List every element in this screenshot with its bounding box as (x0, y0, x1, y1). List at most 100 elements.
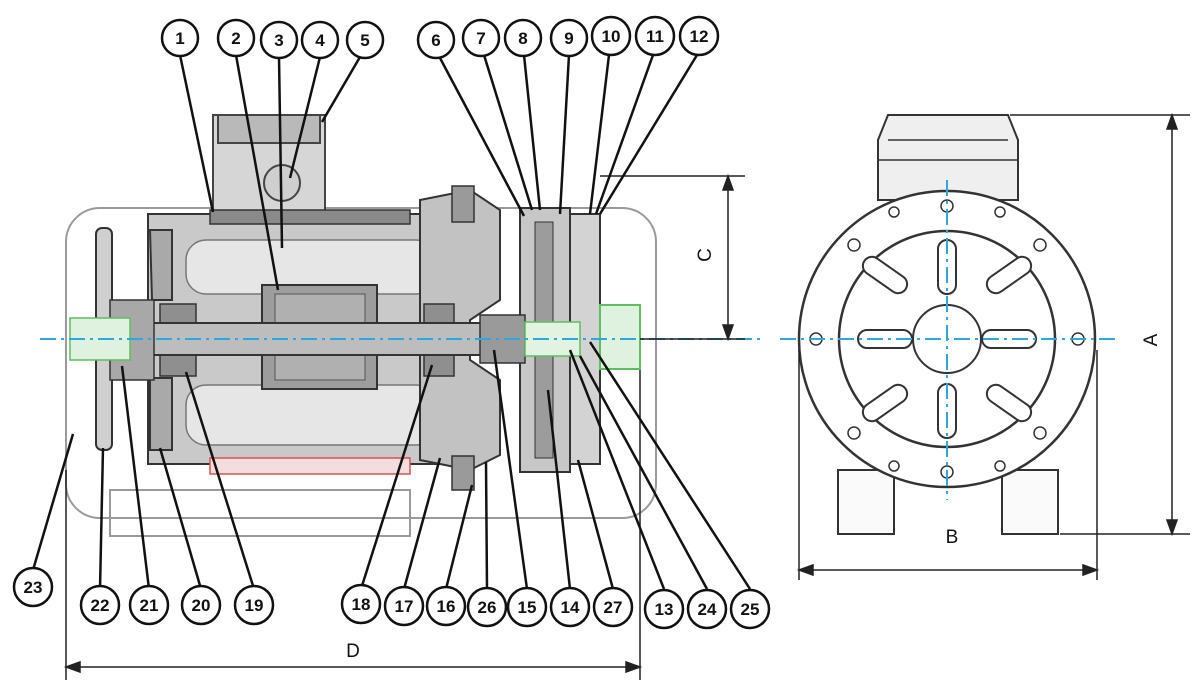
dimension-lines (63, 112, 1190, 680)
callout-12: 12 (690, 27, 709, 46)
callout-12-circle (678, 15, 720, 57)
callout-1: 1 (175, 29, 184, 48)
callout-23-circle (12, 566, 54, 608)
leader-16 (444, 484, 474, 590)
callout-19: 19 (245, 596, 264, 615)
dim-a-label: A (1141, 333, 1162, 346)
callout-23: 23 (24, 578, 43, 597)
leader-25 (588, 341, 752, 590)
callout-27-circle (592, 586, 634, 628)
callout-14-circle (549, 586, 591, 628)
callout-15-circle (506, 586, 548, 628)
callout-2-circle (216, 18, 256, 58)
callout-11-circle (634, 15, 676, 57)
callout-4: 4 (315, 31, 325, 50)
callout-3: 3 (274, 31, 283, 50)
callout-6-circle (416, 20, 456, 60)
bracket-flange-lower (451, 455, 475, 491)
callout-numbers: 1 2 3 4 5 6 7 8 9 10 11 12 23 22 21 20 1… (24, 27, 760, 619)
callout-24-circle (686, 588, 728, 630)
leader-20 (158, 447, 203, 590)
callout-26-circle (466, 586, 508, 628)
slot (985, 383, 1033, 423)
leader-15 (492, 349, 529, 590)
leader-23 (31, 433, 75, 571)
leader-18 (359, 364, 434, 590)
leader-24 (578, 355, 709, 590)
leader-13 (568, 349, 666, 590)
callout-20-circle (180, 584, 222, 626)
callout-11: 11 (646, 27, 664, 46)
callout-4-circle (300, 20, 340, 60)
bracket-flange (451, 185, 475, 223)
dim-d-label: D (346, 641, 360, 662)
callout-18-circle (340, 583, 382, 625)
callout-20: 20 (192, 596, 211, 615)
slot (861, 255, 909, 295)
callout-10: 10 (602, 27, 621, 46)
front-view (780, 114, 1115, 535)
front-foot-left (837, 469, 895, 535)
inlet-nozzle (599, 304, 641, 370)
callout-13-circle (643, 588, 685, 630)
leader-10 (588, 54, 611, 215)
front-foot-right (1001, 469, 1059, 535)
callout-22-circle (79, 584, 121, 626)
bolt-hole (847, 238, 861, 252)
callout-7-circle (461, 18, 501, 58)
front-terminal-box (877, 114, 1019, 201)
leader-4 (288, 56, 322, 179)
callout-16-circle (425, 585, 467, 627)
callout-27: 27 (604, 598, 623, 617)
leader-27 (576, 459, 615, 590)
callout-9: 9 (564, 29, 573, 48)
bolt-hole (888, 206, 900, 218)
leader-17 (402, 457, 442, 590)
dim-d-arrow-left (63, 660, 81, 674)
bolt-hole (888, 460, 900, 472)
stator-winding-lower (185, 384, 437, 446)
base-frame (65, 207, 657, 519)
leader-3 (277, 56, 284, 249)
callout-24: 24 (698, 600, 717, 619)
dim-b-arrow-left (796, 563, 814, 577)
callout-21: 21 (140, 596, 159, 615)
spoke-slots (857, 239, 1037, 439)
callout-19-circle (233, 584, 275, 626)
base-foot-block (109, 489, 411, 537)
rear-end-shield (148, 229, 173, 451)
leader-8 (522, 54, 542, 211)
callout-1-circle (160, 18, 200, 58)
leader-7 (482, 54, 534, 211)
callout-14: 14 (561, 598, 580, 617)
callout-25-circle (729, 588, 771, 630)
callout-16: 16 (437, 597, 456, 616)
callout-9-circle (549, 18, 589, 58)
leader-12 (598, 54, 699, 215)
leader-11 (594, 54, 655, 215)
callout-2: 2 (231, 29, 240, 48)
leader-21 (120, 365, 151, 590)
callout-26: 26 (478, 598, 497, 617)
leader-lines (31, 54, 752, 590)
callout-8: 8 (518, 29, 527, 48)
dim-a-arrow-bottom (1165, 519, 1179, 537)
callout-8-circle (503, 18, 543, 58)
dim-b-label: B (946, 527, 959, 548)
housing-bottom-band (209, 457, 411, 475)
callout-18: 18 (352, 595, 371, 614)
housing-top-band (209, 209, 411, 225)
bolt-hole (994, 206, 1006, 218)
bolt-hole (847, 426, 861, 440)
dim-c-arrow-top (721, 173, 735, 191)
leader-19 (184, 371, 256, 590)
callout-10-circle (590, 15, 632, 57)
leader-6 (438, 57, 526, 217)
dim-d-arrow-right (625, 660, 643, 674)
leader-9 (558, 54, 571, 215)
callout-17-circle (383, 585, 425, 627)
slot (861, 383, 909, 423)
callout-25: 25 (741, 600, 760, 619)
